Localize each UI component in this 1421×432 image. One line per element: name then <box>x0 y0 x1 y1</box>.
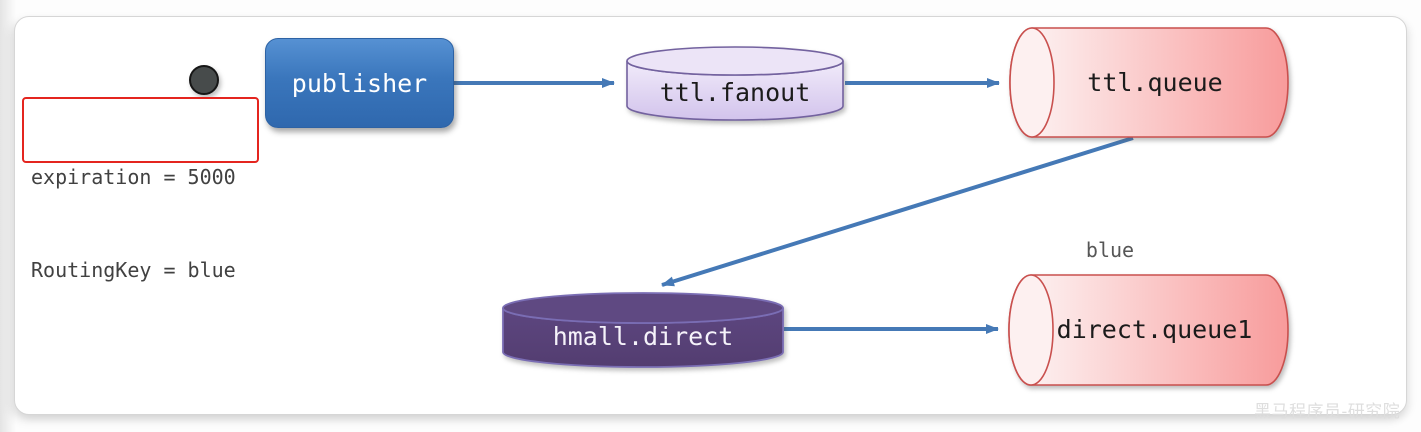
exchange-ttl-fanout-label: ttl.fanout <box>659 78 811 107</box>
annotation-expiration: expiration = 5000 <box>31 165 236 189</box>
publisher-label: publisher <box>291 68 428 98</box>
publisher-node: publisher <box>265 38 454 128</box>
arrow-ttl-queue-to-direct-exchange <box>661 136 1134 287</box>
watermark-text: 黑马程序员-研究院 <box>1254 402 1401 422</box>
queue-ttl-queue-shape <box>1009 27 1289 138</box>
queue-direct-queue1-label: direct.queue1 <box>1056 315 1253 344</box>
message-properties-annotation: expiration = 5000 RoutingKey = blue <box>22 97 259 282</box>
binding-key-label: blue <box>1085 238 1135 262</box>
exchange-hmall-direct-label: hmall.direct <box>552 322 734 351</box>
queue-direct-queue1-shape <box>1008 274 1289 386</box>
message-dot-icon <box>189 65 219 95</box>
exchange-hmall-direct-shape <box>502 292 784 368</box>
annotation-routing-key: RoutingKey = blue <box>31 258 236 282</box>
exchange-ttl-fanout-shape <box>626 46 844 121</box>
queue-ttl-queue-label: ttl.queue <box>1087 68 1223 97</box>
